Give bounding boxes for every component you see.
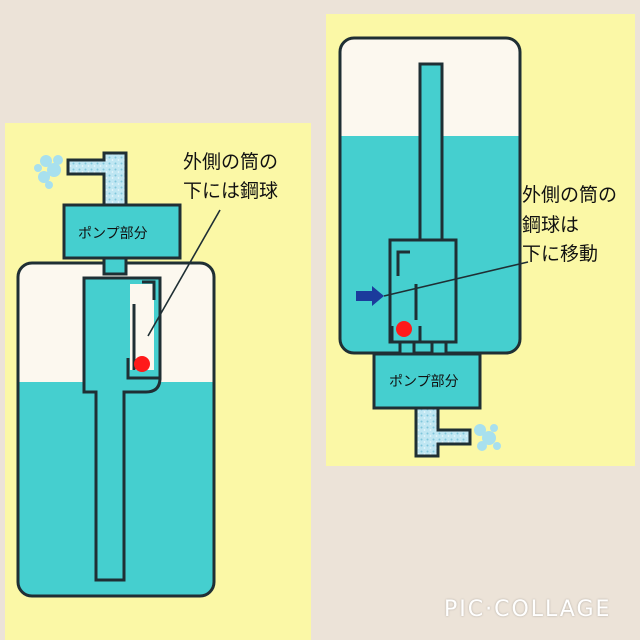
right-spout [414, 406, 501, 458]
right-arrow-icon [356, 286, 384, 306]
right-nozzle [414, 406, 472, 458]
right-dip-tube [418, 62, 444, 242]
right-bracket-top [396, 250, 410, 276]
left-valve-seat [126, 358, 162, 380]
left-bracket-top [142, 280, 156, 300]
right-connector-right [430, 340, 448, 356]
left-nozzle [66, 151, 128, 207]
left-steel-ball [134, 356, 150, 372]
left-spout [34, 151, 128, 207]
right-annotation-line2: 鋼球は [522, 214, 579, 236]
left-leader-line [147, 209, 221, 337]
left-pump-box: ポンプ部分 [62, 203, 182, 260]
right-panel: ポンプ部分 外側の筒の 鋼球は 下に移動 [326, 14, 635, 466]
right-pump-label: ポンプ部分 [389, 374, 459, 390]
right-annotation-line1: 外側の筒の [522, 184, 617, 206]
left-annotation-line1: 外側の筒の [183, 151, 278, 173]
right-connector-left [398, 340, 416, 356]
left-panel: ポンプ部分 外側の筒の 下には鋼球 [5, 123, 311, 640]
left-annotation-line2: 下には鋼球 [183, 180, 278, 202]
right-steel-ball [396, 321, 412, 337]
left-spray-mist [34, 155, 63, 189]
watermark-text: PIC·COLLAGE [444, 597, 612, 622]
left-pump-neck [102, 256, 128, 276]
right-spray-mist [474, 424, 501, 451]
right-pump-box: ポンプ部分 [372, 352, 482, 410]
right-leader-line [383, 261, 529, 297]
right-annotation-line3: 下に移動 [522, 243, 598, 265]
right-inner-chamber [396, 252, 418, 336]
left-pump-label: ポンプ部分 [78, 226, 148, 242]
